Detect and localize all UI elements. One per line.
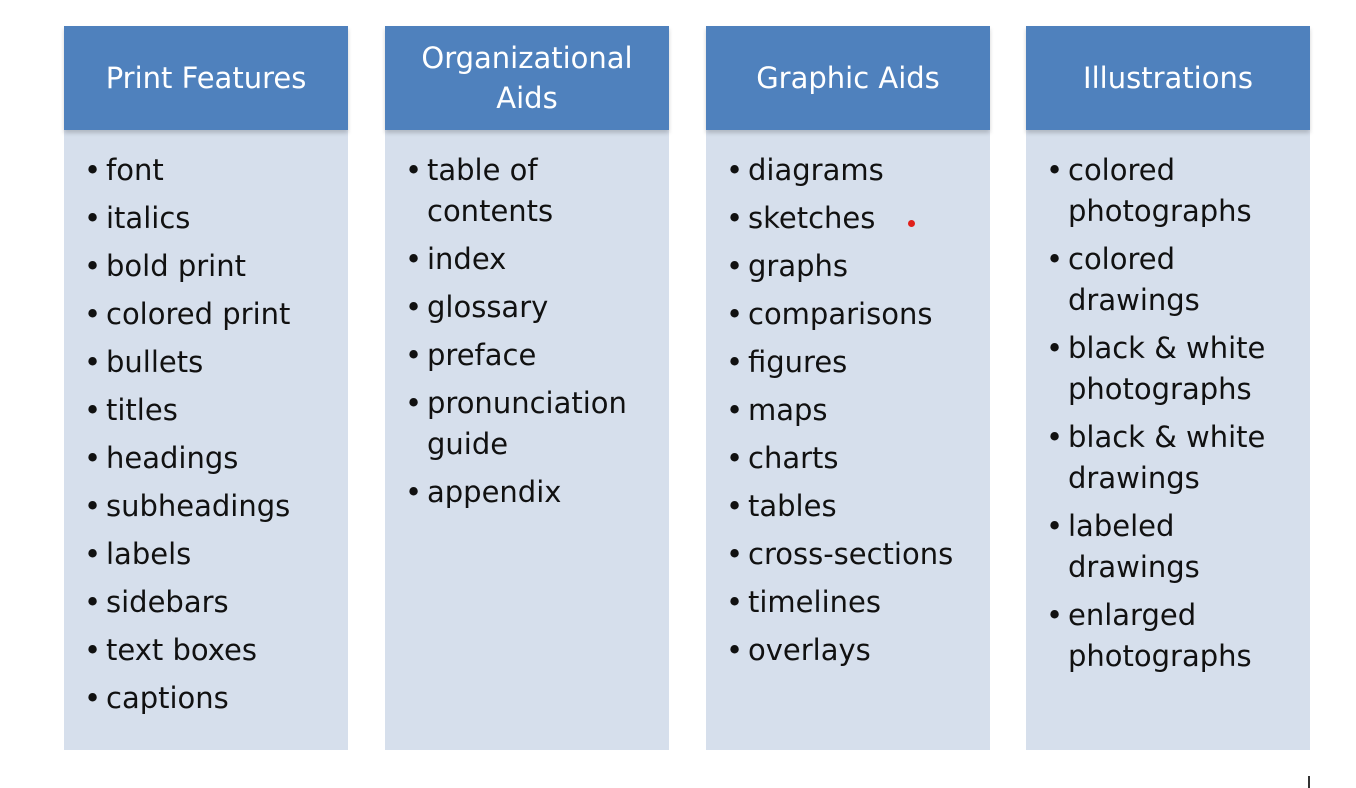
list-item: italics xyxy=(84,198,338,239)
column-illustrations: Illustrations colored photographs colore… xyxy=(1026,26,1310,750)
list-item: tables xyxy=(726,486,980,527)
list-item: colored photographs xyxy=(1046,150,1300,232)
list-item: bold print xyxy=(84,246,338,287)
list-item: overlays xyxy=(726,630,980,671)
list-item: cross-sections xyxy=(726,534,980,575)
column-graphic-aids: Graphic Aids diagrams sketches graphs co… xyxy=(706,26,990,750)
list-item: black & white photographs xyxy=(1046,328,1300,410)
column-header: Print Features xyxy=(64,26,348,130)
list-item: black & white drawings xyxy=(1046,417,1300,499)
list-item: colored print xyxy=(84,294,338,335)
list-item: labeled drawings xyxy=(1046,506,1300,588)
text-cursor-icon xyxy=(1308,776,1310,788)
list-item: pronunciation guide xyxy=(405,383,659,465)
column-body: table of contents index glossary preface… xyxy=(385,130,669,750)
list-item: table of contents xyxy=(405,150,659,232)
list-item: titles xyxy=(84,390,338,431)
list-item: comparisons xyxy=(726,294,980,335)
list-item: headings xyxy=(84,438,338,479)
item-list: font italics bold print colored print bu… xyxy=(84,150,338,719)
list-item: glossary xyxy=(405,287,659,328)
list-item: sidebars xyxy=(84,582,338,623)
list-item: timelines xyxy=(726,582,980,623)
list-item: labels xyxy=(84,534,338,575)
list-item: bullets xyxy=(84,342,338,383)
list-item: diagrams xyxy=(726,150,980,191)
list-item: colored drawings xyxy=(1046,239,1300,321)
item-list: colored photographs colored drawings bla… xyxy=(1046,150,1300,677)
list-item: preface xyxy=(405,335,659,376)
list-item: sketches xyxy=(726,198,980,239)
list-item: graphs xyxy=(726,246,980,287)
list-item: enlarged photographs xyxy=(1046,595,1300,677)
item-list: table of contents index glossary preface… xyxy=(405,150,659,513)
column-body: diagrams sketches graphs comparisons fig… xyxy=(706,130,990,750)
column-print-features: Print Features font italics bold print c… xyxy=(64,26,348,750)
column-body: font italics bold print colored print bu… xyxy=(64,130,348,750)
list-item: figures xyxy=(726,342,980,383)
list-item: appendix xyxy=(405,472,659,513)
list-item: subheadings xyxy=(84,486,338,527)
column-organizational-aids: Organizational Aids table of contents in… xyxy=(385,26,669,750)
item-list: diagrams sketches graphs comparisons fig… xyxy=(726,150,980,671)
column-header: Organizational Aids xyxy=(385,26,669,130)
list-item: text boxes xyxy=(84,630,338,671)
list-item: font xyxy=(84,150,338,191)
column-body: colored photographs colored drawings bla… xyxy=(1026,130,1310,750)
pointer-dot-icon xyxy=(908,220,915,227)
list-item: captions xyxy=(84,678,338,719)
list-item: index xyxy=(405,239,659,280)
list-item: charts xyxy=(726,438,980,479)
column-header: Graphic Aids xyxy=(706,26,990,130)
column-header: Illustrations xyxy=(1026,26,1310,130)
list-item: maps xyxy=(726,390,980,431)
